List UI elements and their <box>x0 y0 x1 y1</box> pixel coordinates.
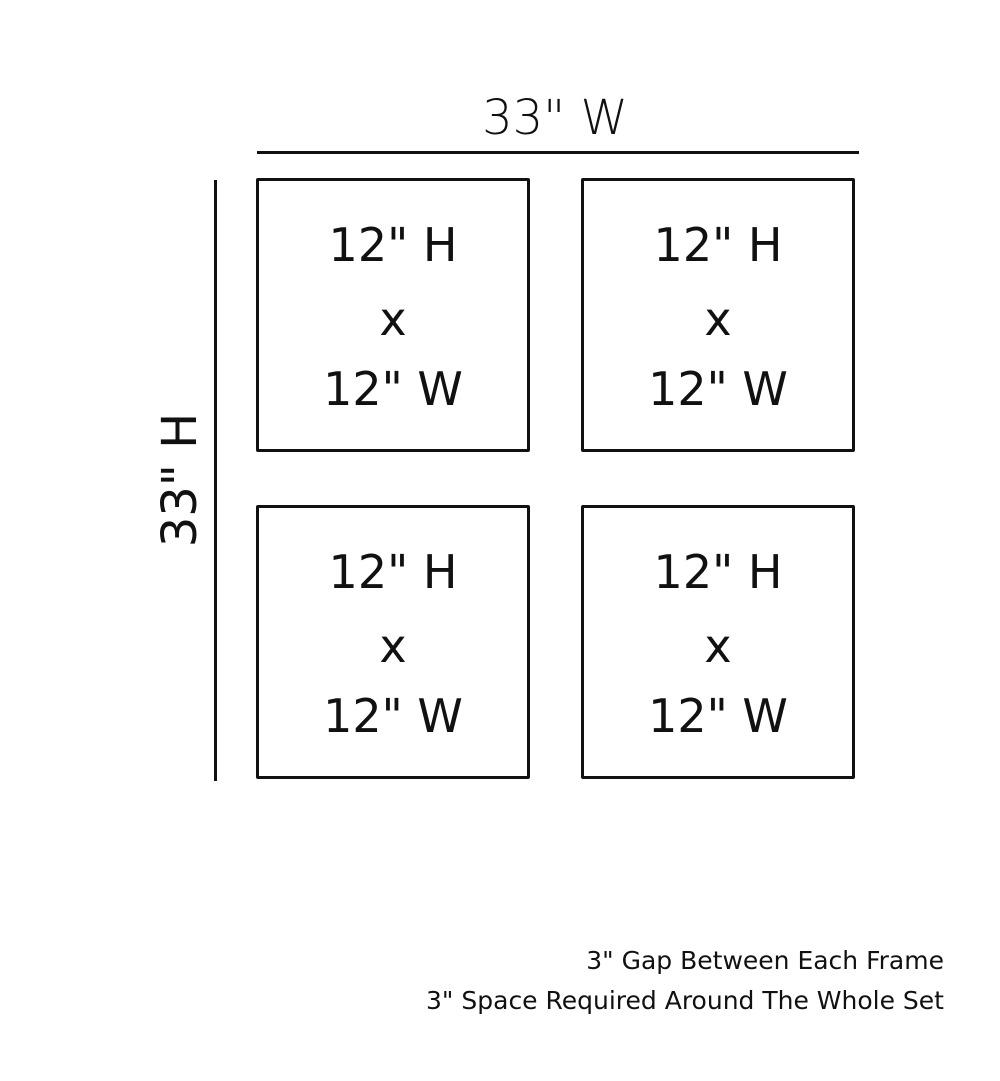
frame-bottom-left: 12" H x 12" W <box>256 505 530 779</box>
width-dimension-line <box>257 151 859 154</box>
overall-width-label: 33" W <box>482 90 628 146</box>
frame-width-label: 12" W <box>323 689 463 743</box>
overall-height-label: 33" H <box>152 412 208 548</box>
frame-height-label: 12" H <box>328 545 458 599</box>
frame-times-symbol: x <box>379 619 407 673</box>
height-dimension-line <box>214 180 217 781</box>
frame-times-symbol: x <box>704 292 732 346</box>
frame-height-label: 12" H <box>653 218 783 272</box>
frame-times-symbol: x <box>704 619 732 673</box>
frame-width-label: 12" W <box>323 362 463 416</box>
frame-height-label: 12" H <box>653 545 783 599</box>
frame-times-symbol: x <box>379 292 407 346</box>
gap-note: 3" Gap Between Each Frame <box>586 946 944 975</box>
frame-width-label: 12" W <box>648 689 788 743</box>
frame-top-left: 12" H x 12" W <box>256 178 530 452</box>
frame-height-label: 12" H <box>328 218 458 272</box>
space-note: 3" Space Required Around The Whole Set <box>426 986 944 1015</box>
frame-bottom-right: 12" H x 12" W <box>581 505 855 779</box>
frame-width-label: 12" W <box>648 362 788 416</box>
frame-top-right: 12" H x 12" W <box>581 178 855 452</box>
